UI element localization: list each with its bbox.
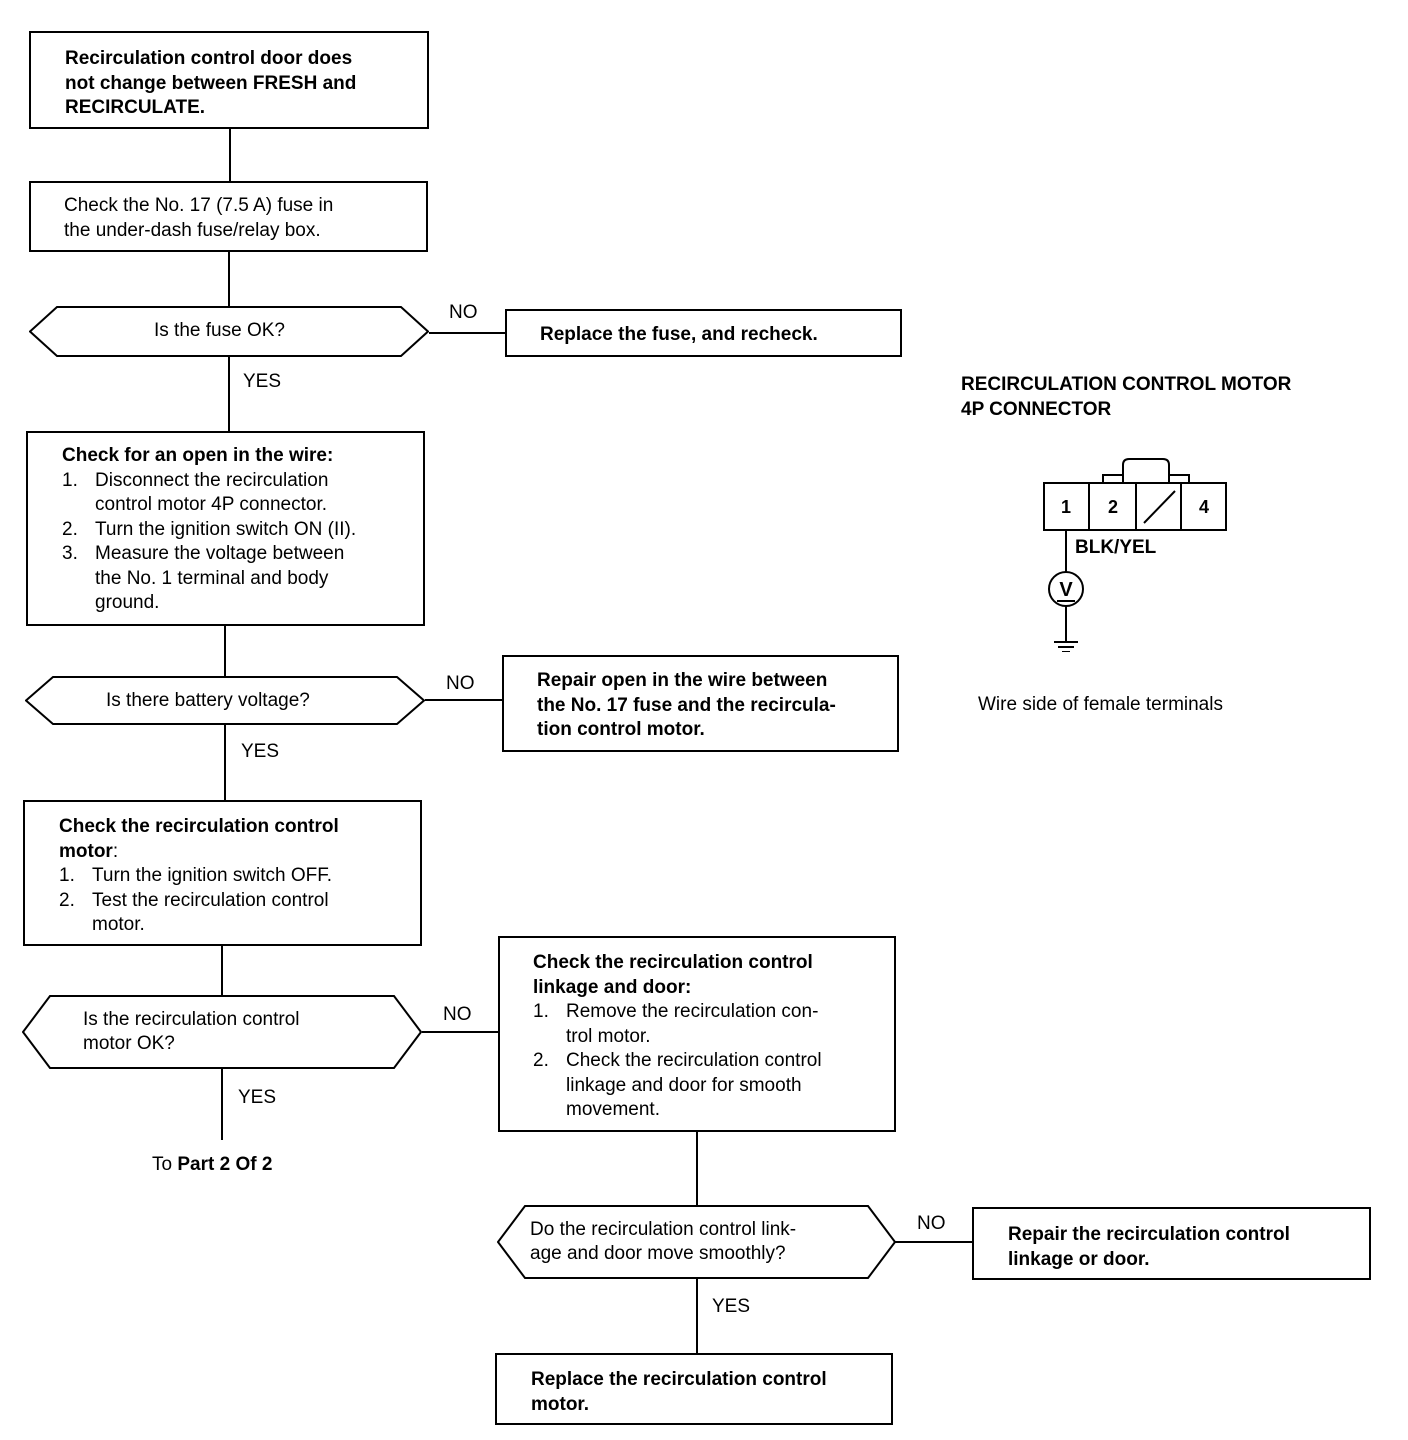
list-item-continued: ground. <box>95 592 160 613</box>
connector-latch-tab <box>1102 474 1190 483</box>
check-linkage-title: linkage and door: <box>533 976 692 998</box>
start-box: Recirculation control door does not chan… <box>29 31 429 129</box>
terminal-label: 2 <box>1108 497 1118 517</box>
list-item-continued: the No. 1 terminal and body <box>95 567 329 589</box>
list-item-continued: linkage and door for smooth <box>566 1074 802 1096</box>
list-item: 2.Turn the ignition switch ON (II). <box>62 518 357 540</box>
no-label: NO <box>443 1004 472 1025</box>
battery-voltage-decision: Is there battery voltage? <box>25 676 425 725</box>
list-item: 1.Remove the recirculation con- <box>533 1001 819 1022</box>
start-line: not change between FRESH and <box>65 72 357 94</box>
list-item: 1.Turn the ignition switch OFF. <box>59 865 333 886</box>
repair-linkage-box: Repair the recirculation control linkage… <box>972 1207 1371 1280</box>
battery-voltage-question: Is there battery voltage? <box>106 690 310 711</box>
connector-title: RECIRCULATION CONTROL MOTOR 4P CONNECTOR <box>961 374 1292 420</box>
motor-ok-question: motor OK? <box>83 1033 175 1054</box>
replace-fuse-text: Replace the fuse, and recheck. <box>540 324 818 345</box>
check-fuse-line: Check the No. 17 (7.5 A) fuse in <box>64 195 334 216</box>
connector-latch <box>1122 458 1170 483</box>
motor-ok-question: Is the recirculation control <box>83 1009 300 1030</box>
check-motor-title: Check the recirculation control <box>59 816 339 837</box>
list-item-continued: movement. <box>566 1099 660 1120</box>
decision-shape <box>497 1205 896 1279</box>
list-item: 3.Measure the voltage between <box>62 543 345 564</box>
decision-shape <box>25 676 425 725</box>
connector-caption: Wire side of female terminals <box>978 694 1223 715</box>
list-item: 2.Test the recirculation control <box>59 889 329 911</box>
repair-linkage-line: Repair the recirculation control <box>1008 1224 1290 1245</box>
connector-diagram: 1 2 4 V <box>1043 458 1227 652</box>
replace-motor-line: Replace the recirculation control <box>531 1369 827 1390</box>
no-label: NO <box>449 302 478 323</box>
check-wire-box: Check for an open in the wire: 1.Disconn… <box>26 431 425 626</box>
list-item-continued: control motor 4P connector. <box>95 494 327 515</box>
check-fuse-line: the under-dash fuse/relay box. <box>64 219 321 241</box>
terminal-label: 1 <box>1061 497 1071 517</box>
motor-ok-decision: Is the recirculation control motor OK? <box>22 995 422 1069</box>
check-linkage-box: Check the recirculation control linkage … <box>498 936 896 1132</box>
linkage-smooth-question: age and door move smoothly? <box>530 1243 786 1264</box>
repair-wire-line: Repair open in the wire between <box>537 670 828 691</box>
replace-fuse-box: Replace the fuse, and recheck. <box>505 309 902 357</box>
check-linkage-title: Check the recirculation control <box>533 952 813 973</box>
repair-wire-box: Repair open in the wire between the No. … <box>502 655 899 752</box>
yes-label: YES <box>241 741 280 762</box>
yes-label: YES <box>712 1296 751 1317</box>
list-item: 1.Disconnect the recirculation <box>62 469 329 491</box>
linkage-smooth-question: Do the recirculation control link- <box>530 1219 797 1240</box>
no-label: NO <box>917 1213 946 1234</box>
replace-motor-box: Replace the recirculation control motor. <box>495 1353 893 1425</box>
linkage-smooth-decision: Do the recirculation control link- age a… <box>497 1205 896 1279</box>
terminal-label: 4 <box>1199 497 1209 517</box>
fuse-ok-question: Is the fuse OK? <box>154 320 285 341</box>
replace-motor-line: motor. <box>531 1393 590 1415</box>
ground-icon <box>1054 641 1078 652</box>
check-fuse-box: Check the No. 17 (7.5 A) fuse in the und… <box>29 181 428 252</box>
start-line: RECIRCULATE. <box>65 97 206 118</box>
fuse-ok-decision: Is the fuse OK? <box>29 306 429 357</box>
repair-linkage-line: linkage or door. <box>1008 1248 1150 1270</box>
decision-shape <box>22 995 422 1069</box>
yes-label: YES <box>238 1087 277 1108</box>
check-motor-box: Check the recirculation control motor: 1… <box>23 800 422 946</box>
repair-wire-line: the No. 17 fuse and the recircula- <box>537 694 836 716</box>
voltmeter-label: V <box>1059 579 1073 601</box>
repair-wire-line: tion control motor. <box>537 719 705 740</box>
check-motor-title: motor: <box>59 840 119 862</box>
empty-terminal-slash <box>1143 490 1176 524</box>
list-item: 2.Check the recirculation control <box>533 1050 822 1071</box>
no-label: NO <box>446 673 475 694</box>
decision-shape <box>29 306 429 357</box>
yes-label: YES <box>243 371 282 392</box>
to-part-2-link[interactable]: To Part 2 Of 2 <box>152 1154 273 1175</box>
start-line: Recirculation control door does <box>65 48 353 69</box>
list-item-continued: trol motor. <box>566 1025 651 1047</box>
list-item-continued: motor. <box>92 914 145 935</box>
check-wire-title: Check for an open in the wire: <box>62 445 334 466</box>
wire-color-label: BLK/YEL <box>1075 537 1157 558</box>
